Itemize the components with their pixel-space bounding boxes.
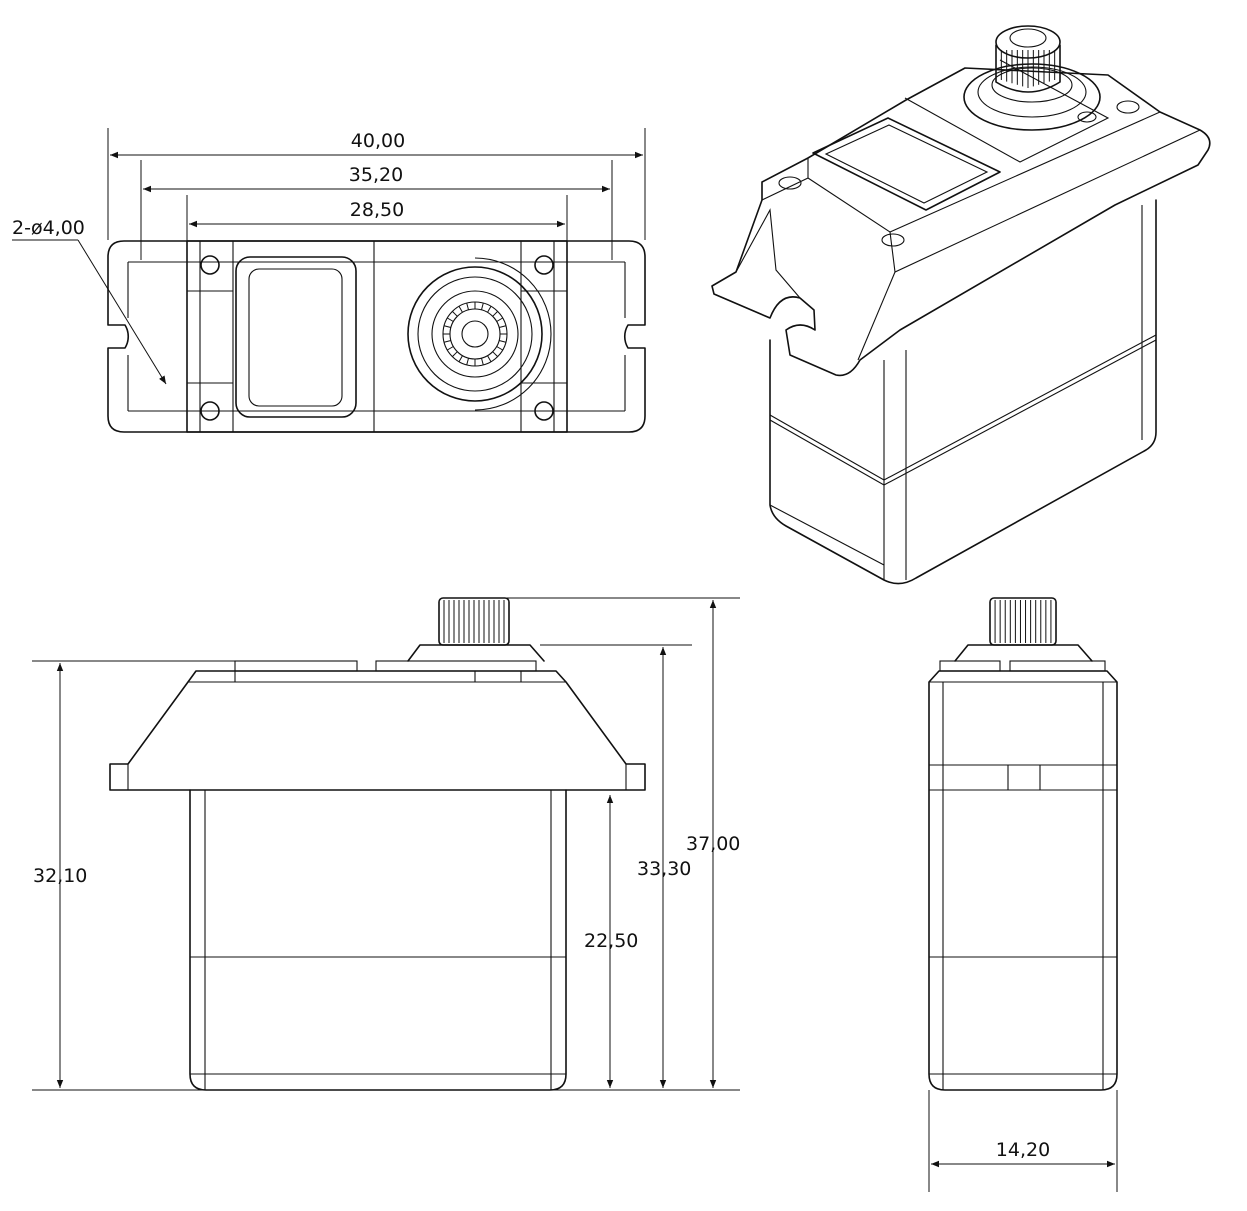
front-case-body [189,789,567,1091]
iso-hole-right [1116,100,1140,114]
iso-label-window [812,117,1001,211]
dim-40-label: 40,00 [351,130,405,152]
dim-35-label: 35,20 [349,164,403,186]
dim-22-label: 22,50 [584,930,638,952]
isometric-view [711,25,1211,585]
iso-top-plate [711,67,1211,377]
top-flange-outline [107,240,646,433]
dim-37-label: 37,00 [686,833,740,855]
hole-callout-label: 2-ø4,00 [12,217,85,239]
dim-33-label: 33,30 [637,858,691,880]
front-top-cap [109,670,646,791]
dim-14-label: 14,20 [996,1139,1050,1161]
side-output-spline [989,597,1057,646]
top-case-body [186,240,568,433]
side-top-cap [928,670,1118,1091]
front-output-spline [438,597,510,646]
side-view: 14,20 [928,597,1118,1192]
screw-hole-bottom-left [200,401,220,421]
top-label-window-inner [248,268,343,407]
top-output-shaft [407,257,552,411]
front-view: 32,10 22,50 33,30 37,00 [32,597,740,1091]
screw-hole-top-left [200,255,220,275]
dim-28-label: 28,50 [350,199,404,221]
top-view: 40,00 35,20 28,50 2-ø4,00 [12,128,646,433]
top-label-window-outer [235,256,357,418]
screw-hole-bottom-right [534,401,554,421]
iso-hole-left [778,176,802,190]
screw-hole-top-right [534,255,554,275]
iso-case-body [769,199,1157,585]
iso-output-spline [995,44,1061,93]
iso-shaft-boss [963,63,1101,131]
dim-32-label: 32,10 [33,865,87,887]
